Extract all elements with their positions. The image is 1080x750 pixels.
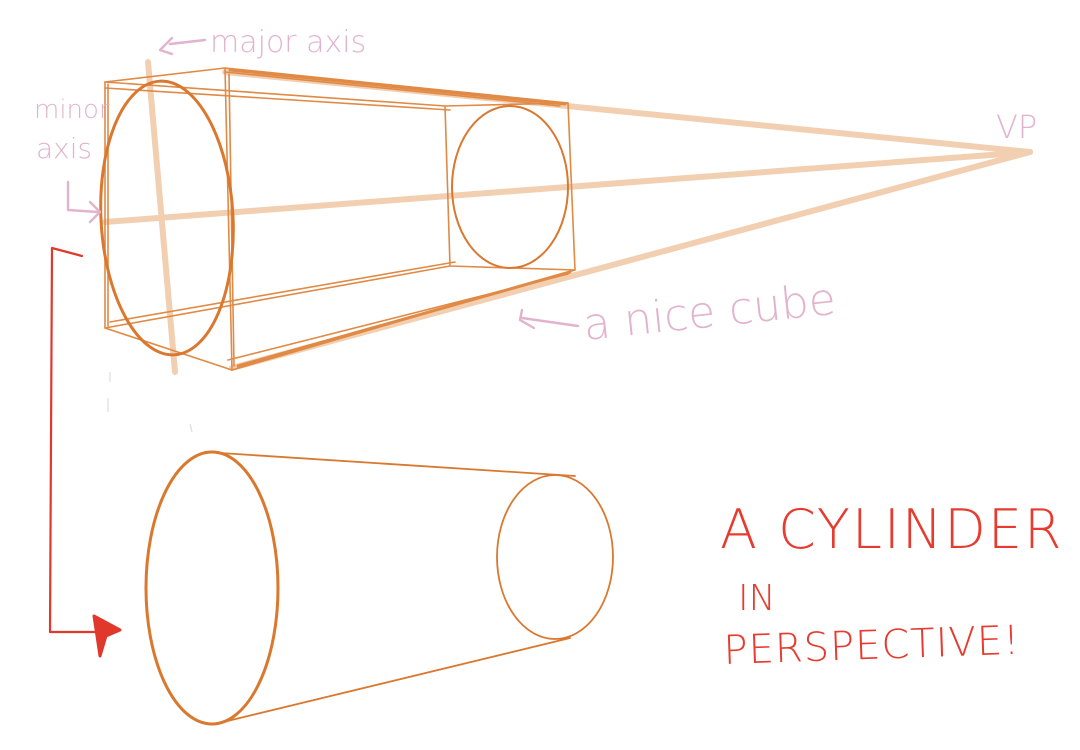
cylinder-bottom-edge bbox=[214, 637, 571, 725]
title-line-3: PERSPECTIVE! bbox=[723, 618, 1021, 674]
cube-emphasis-strokes bbox=[228, 68, 572, 368]
cube-bottom-emphasis bbox=[236, 270, 572, 368]
transition-arrow bbox=[48, 246, 102, 634]
cylinder-back-ellipse bbox=[496, 474, 614, 640]
major-axis-label: major axis bbox=[210, 25, 366, 60]
cube-note-label: a nice cube bbox=[581, 274, 838, 351]
major-axis-arrow-icon bbox=[158, 36, 207, 56]
minor-axis-label-line1: minor bbox=[34, 95, 110, 125]
cylinder-front-ellipse bbox=[144, 450, 280, 726]
arrow-head-icon bbox=[92, 614, 122, 658]
finished-cylinder bbox=[144, 450, 614, 726]
cube-edge-top-right-2 bbox=[224, 71, 561, 107]
vanishing-point-label: VP bbox=[996, 108, 1037, 146]
sketch-dash-3 bbox=[189, 423, 193, 433]
arrow-path bbox=[48, 246, 102, 634]
major-axis-line bbox=[145, 59, 178, 375]
cube-note-arrow-icon bbox=[518, 308, 580, 330]
title-line-1: A CYLINDER bbox=[720, 498, 1063, 561]
annotation-arrows bbox=[66, 36, 580, 330]
cube-front-right-edge-2 bbox=[228, 73, 235, 367]
cube-ellipses bbox=[99, 79, 569, 357]
cube-edge-top-left bbox=[104, 81, 446, 107]
cube-top-emphasis bbox=[228, 68, 567, 106]
minor-axis-arrow-icon bbox=[66, 180, 102, 224]
back-ellipse bbox=[451, 105, 569, 269]
sketch-remnants bbox=[107, 372, 193, 433]
cube-edge-bottom-left-2 bbox=[109, 261, 456, 323]
cube-edge-top-left-2 bbox=[104, 87, 451, 111]
perspective-cube bbox=[104, 67, 576, 371]
cube-edge-bottom-left bbox=[104, 265, 451, 329]
cylinder-top-edge bbox=[204, 451, 576, 477]
front-ellipse bbox=[99, 79, 235, 357]
minor-axis-label-line2: axis bbox=[36, 132, 92, 165]
title-line-2: IN bbox=[738, 578, 776, 619]
